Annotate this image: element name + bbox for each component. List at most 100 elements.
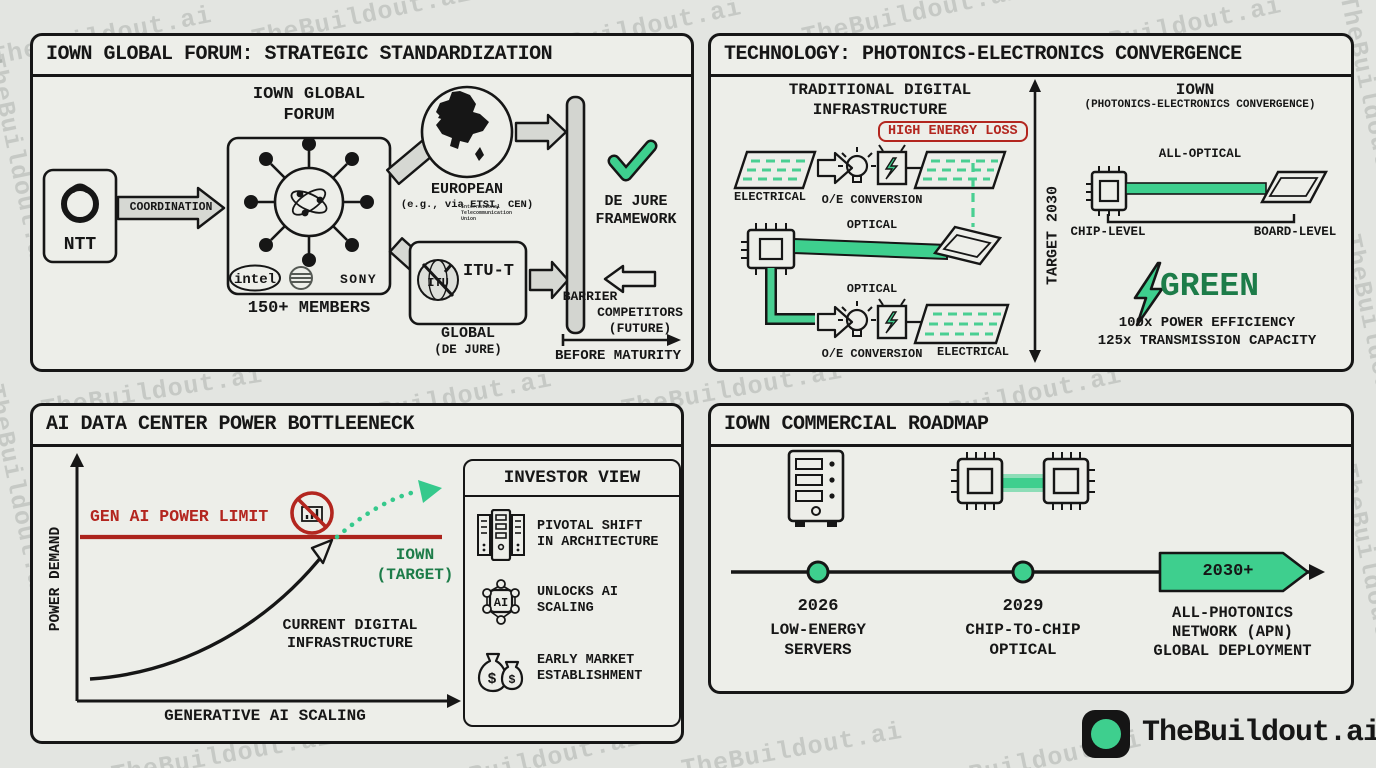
ai-network-icon: AI [482, 579, 520, 625]
optical-label: OPTICAL [846, 218, 898, 232]
milestone-year: 2030+ [1202, 562, 1254, 581]
tilted-board-icon [1260, 170, 1328, 204]
members-label: 150+ MEMBERS [247, 299, 371, 318]
panel-title: IOWN COMMERCIAL ROADMAP [711, 406, 1351, 447]
european-label: EUROPEAN [430, 181, 503, 198]
svg-text:$: $ [487, 671, 496, 688]
investor-item: AI UNLOCKS AI SCALING [477, 577, 618, 625]
circuit-board-icon [733, 150, 817, 190]
checkmark-icon [607, 139, 658, 182]
svg-text:NTT: NTT [64, 235, 97, 255]
board-level-label: BOARD-LEVEL [1253, 225, 1337, 239]
chip-icon [741, 223, 796, 275]
panel-title: AI DATA CENTER POWER BOTTLEENECK [33, 406, 681, 447]
svg-text:intel: intel [234, 272, 276, 288]
arrow-european-to-framework [514, 113, 568, 151]
timeline [731, 551, 1325, 593]
y-axis [70, 453, 84, 701]
traditional-heading: TRADITIONAL DIGITAL INFRASTRUCTURE [788, 81, 972, 119]
watermark-text: TheBuildout.ai [679, 716, 905, 768]
framework-barrier-bar [565, 95, 586, 335]
electrical-label: ELECTRICAL [936, 345, 1009, 359]
european-sub-label: (e.g., via ETSI, CEN) [400, 199, 534, 211]
itu-small-text: International Telecommunication Union [461, 204, 513, 222]
optical-label: OPTICAL [846, 282, 898, 296]
global-sub-label: (DE JURE) [434, 343, 502, 357]
svg-text:$: $ [508, 673, 515, 687]
all-optical-link [1125, 182, 1267, 195]
chip-to-chip-icon [951, 452, 1095, 510]
level-bracket [1106, 214, 1296, 224]
efficiency-stats: 100x POWER EFFICIENCY 125x TRANSMISSION … [1097, 315, 1317, 349]
y-axis-label: POWER DEMAND [48, 526, 64, 632]
investor-item-label: PIVOTAL SHIFT IN ARCHITECTURE [537, 518, 659, 550]
member-network-icon [244, 137, 374, 267]
oe-conversion-label: O/E CONVERSION [821, 347, 923, 361]
milestone-label: ALL-PHOTONICS NETWORK (APN) GLOBAL DEPLO… [1153, 604, 1312, 660]
oe-conversion-label: O/E CONVERSION [821, 193, 923, 207]
sony-logo: SONY [340, 272, 377, 287]
tilted-board-icon [932, 225, 1003, 266]
investor-view-title: INVESTOR VIEW [465, 461, 679, 497]
optical-elbow [765, 268, 815, 325]
circuit-board-icon [913, 303, 1010, 345]
bulb-icon [838, 147, 876, 183]
no-growth-icon [290, 491, 334, 535]
lightning-bolt-icon [1133, 261, 1164, 327]
forum-label: IOWN GLOBAL FORUM [252, 85, 366, 125]
optical-band [793, 237, 948, 261]
server-tower-icon [787, 449, 845, 527]
investor-item: $ $ EARLY MARKET ESTABLISHMENT [477, 645, 642, 693]
investor-item: PIVOTAL SHIFT IN ARCHITECTURE [477, 509, 659, 561]
investor-item-label: UNLOCKS AI SCALING [537, 584, 619, 616]
x-axis [77, 694, 461, 708]
standardization-diagram: NTT [42, 85, 681, 346]
before-maturity-arrow [561, 334, 681, 346]
investor-item-label: EARLY MARKET ESTABLISHMENT [537, 652, 643, 684]
brand-logo-dot [1091, 719, 1121, 749]
svg-text:AI: AI [494, 596, 508, 610]
circuit-board-icon [913, 150, 1007, 190]
all-optical-label: ALL-OPTICAL [1158, 147, 1242, 161]
bulb-icon [838, 301, 876, 337]
coordination-arrow [116, 186, 226, 230]
electrical-label: ELECTRICAL [733, 190, 806, 204]
competitors-label: COMPETITORS (FUTURE) [597, 305, 683, 336]
brand-logo-text: TheBuildout.ai [1142, 716, 1376, 750]
iown-target-curve [334, 480, 442, 540]
oe-converter-icon [876, 298, 908, 340]
high-energy-loss-badge: HIGH ENERGY LOSS [878, 121, 1028, 142]
milestone-dot-2026 [806, 560, 830, 584]
milestone-dot-2029 [1011, 560, 1035, 584]
panel-technology: TECHNOLOGY: PHOTONICS-ELECTRONICS CONVER… [708, 33, 1354, 372]
milestone-year: 2029 [1002, 597, 1044, 616]
investor-view-box: INVESTOR VIEW PIVOTAL SHIFT IN ARCHITECT… [463, 459, 681, 727]
iown-subheading: (PHOTONICS-ELECTRONICS CONVERGENCE) [1084, 99, 1316, 111]
panel-power-bottleneck: AI DATA CENTER POWER BOTTLEENECK [30, 403, 684, 744]
barrier-label: BARRIER [562, 289, 618, 304]
global-label: GLOBAL [440, 325, 495, 342]
ntt-logo: NTT [42, 168, 118, 264]
current-infra-label: CURRENT DIGITAL INFRASTRUCTURE [282, 617, 418, 653]
flow-arrow [816, 305, 854, 339]
milestone-label: CHIP-TO-CHIP OPTICAL [965, 621, 1081, 659]
europe-globe-icon [420, 85, 514, 179]
oe-converter-icon [876, 144, 908, 186]
server-rack-icon [477, 509, 525, 561]
power-chart [70, 453, 461, 708]
dejure-framework-label: DE JURE FRAMEWORK [595, 193, 677, 229]
panel-standardization: IOWN GLOBAL FORUM: STRATEGIC STANDARDIZA… [30, 33, 694, 372]
brand-logo-icon [1082, 710, 1130, 758]
milestone-label: LOW-ENERGY SERVERS [769, 621, 866, 659]
money-bags-icon: $ $ [477, 652, 524, 693]
demand-curve [89, 538, 334, 681]
iown-target-label: IOWN (TARGET) [376, 546, 454, 584]
arrow-itut-to-framework [528, 260, 570, 300]
globe-logo [289, 266, 313, 290]
intel-logo: intel [229, 264, 281, 292]
panel-roadmap: IOWN COMMERCIAL ROADMAP [708, 403, 1354, 694]
iown-heading: IOWN [1175, 81, 1215, 99]
svg-text:ITU-T: ITU-T [463, 262, 514, 281]
green-label: GREEN [1160, 268, 1260, 305]
